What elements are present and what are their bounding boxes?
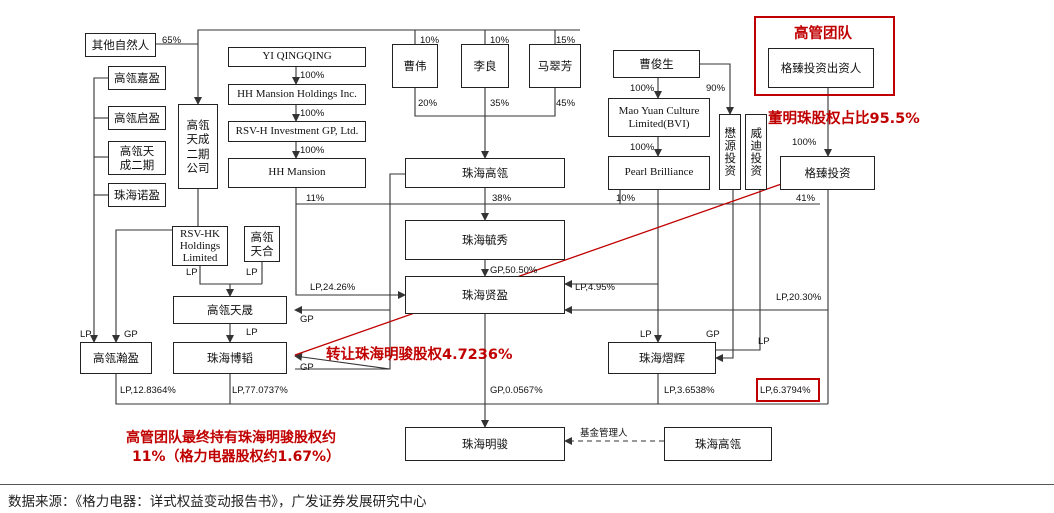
label-lp-24-26: LP,24.26% [310, 282, 356, 293]
annotation-dong-share: 董明珠股权占比95.5% [768, 111, 920, 127]
entity-hh-mansion: HH Mansion [228, 158, 366, 188]
label-10c: 10% [616, 193, 636, 204]
label-15: 15% [556, 35, 576, 46]
label-65: 65% [162, 35, 182, 46]
label-lp-6-3794: LP,6.3794% [760, 385, 811, 396]
label-100f: 100% [792, 137, 817, 148]
entity-hh-mansion-holdings: HH Mansion Holdings Inc. [228, 84, 366, 105]
entity-pearl-brilliance: Pearl Brilliance [608, 156, 710, 190]
label-lp-12-8364: LP,12.8364% [120, 385, 176, 396]
label-lp6: LP [758, 336, 770, 347]
annotation-mgmt-team: 高管团队 [794, 26, 852, 42]
label-11: 11% [306, 193, 325, 204]
lp-6-3794-highlight [756, 378, 820, 402]
entity-li-liang: 李良 [461, 44, 509, 88]
annotation-final-line2: 11%（格力电器股权约1.67%） [132, 449, 341, 465]
entity-weidi-touzi: 威迪投资 [745, 114, 767, 190]
entity-gaoling-tiancheng-erqi: 高瓴天成二期 [108, 141, 166, 175]
entity-gaoling-tiancheng: 高瓴天晟 [173, 296, 287, 324]
entity-mao-yuan-culture: Mao Yuan Culture Limited(BVI) [608, 98, 710, 137]
label-lp4: LP [80, 329, 92, 340]
label-lp-77-0737: LP,77.0737% [232, 385, 288, 396]
entity-zhuhai-yuxiu: 珠海毓秀 [405, 220, 565, 260]
entity-zhuhai-yaohui: 珠海熠辉 [608, 342, 716, 374]
mgmt-team-highlight [754, 16, 895, 96]
label-fund-manager: 基金管理人 [580, 428, 628, 439]
footer-divider [0, 484, 1054, 485]
label-gp-50-50: GP,50.50% [490, 265, 538, 276]
annotation-final-line1: 高管团队最终持有珠海明骏股权约 [126, 430, 336, 446]
label-100e: 100% [630, 142, 655, 153]
label-20: 20% [418, 98, 438, 109]
label-lp1: LP [186, 267, 198, 278]
entity-zhuhai-mingjun: 珠海明骏 [405, 427, 565, 461]
entity-zhuhai-xianying: 珠海贤盈 [405, 276, 565, 314]
entity-rsv-hk-holdings: RSV-HK Holdings Limited [172, 226, 228, 266]
label-gp1: GP [124, 329, 138, 340]
entity-gaoling-tiancheng-erqi-company: 高瓴天成二期公司 [178, 104, 218, 189]
label-gp3: GP [300, 362, 314, 373]
label-41: 41% [796, 193, 816, 204]
label-100d: 100% [630, 83, 655, 94]
label-lp5: LP [640, 329, 652, 340]
label-gp4: GP [706, 329, 720, 340]
label-gp2: GP [300, 314, 314, 325]
label-100c: 100% [300, 145, 325, 156]
label-gp-0-0567: GP,0.0567% [490, 385, 543, 396]
entity-zhuhai-boyu: 珠海博韬 [173, 342, 287, 374]
label-lp3: LP [246, 327, 258, 338]
entity-zhuhai-gaoling: 珠海高瓴 [405, 158, 565, 188]
entity-gaoling-hanying: 高瓴瀚盈 [80, 342, 152, 374]
entity-rsv-h-investment: RSV-H Investment GP, Ltd. [228, 121, 366, 142]
entity-zhuhai-gaoling-manager: 珠海高瓴 [664, 427, 772, 461]
label-lp-4-95: LP,4.95% [575, 282, 615, 293]
label-90: 90% [706, 83, 726, 94]
entity-cao-wei: 曹伟 [392, 44, 438, 88]
entity-gaoling-tianhe: 高瓴天合 [244, 226, 280, 262]
label-38: 38% [492, 193, 512, 204]
label-10b: 10% [490, 35, 510, 46]
entity-gezhen-funders: 格臻投资出资人 [768, 48, 874, 88]
entity-other-natural-persons: 其他自然人 [85, 33, 156, 57]
entity-gezhen-touzi: 格臻投资 [780, 156, 875, 190]
label-45: 45% [556, 98, 576, 109]
label-lp-20-30: LP,20.30% [776, 292, 822, 303]
label-10a: 10% [420, 35, 440, 46]
entity-zhuhai-nuoying: 珠海诺盈 [108, 183, 166, 207]
label-35: 35% [490, 98, 510, 109]
source-note: 数据来源：《格力电器：详式权益变动报告书》，广发证券发展研究中心 [8, 494, 427, 510]
entity-ma-cuifang: 马翠芳 [529, 44, 581, 88]
label-100a: 100% [300, 70, 325, 81]
entity-yi-qingqing: YI QINGQING [228, 47, 366, 67]
entity-gaoling-jiaying: 高瓴嘉盈 [108, 66, 166, 90]
entity-cao-junsheng: 曹俊生 [613, 50, 700, 78]
label-100b: 100% [300, 108, 325, 119]
annotation-transfer: 转让珠海明骏股权4.7236% [326, 347, 513, 363]
label-lp2: LP [246, 267, 258, 278]
entity-yuanyuan-touzi: 懋源投资 [719, 114, 741, 190]
entity-gaoling-qiying: 高瓴启盈 [108, 106, 166, 130]
label-lp-3-6538: LP,3.6538% [664, 385, 715, 396]
